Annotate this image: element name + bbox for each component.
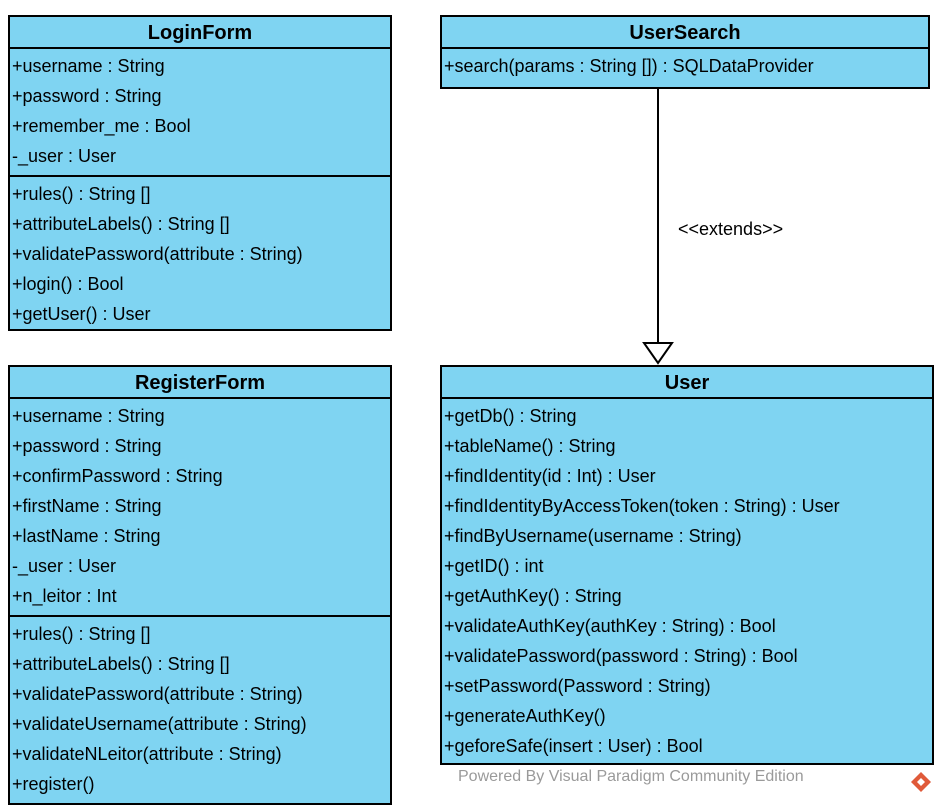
operation-row: +validatePassword(attribute : String) bbox=[12, 244, 303, 264]
operation-row: +findIdentity(id : Int) : User bbox=[444, 466, 656, 486]
operation-row: +getID() : int bbox=[444, 556, 544, 576]
attribute-row: +n_leitor : Int bbox=[12, 586, 117, 606]
class-attributes: +username : String +password : String +c… bbox=[10, 399, 390, 617]
attribute-row: +password : String bbox=[12, 436, 162, 456]
class-operations: +rules() : String [] +attributeLabels() … bbox=[10, 177, 390, 329]
class-title: UserSearch bbox=[442, 17, 928, 49]
operation-row: +search(params : String []) : SQLDataPro… bbox=[444, 56, 814, 76]
attribute-row: +firstName : String bbox=[12, 496, 162, 516]
operation-row: +validateAuthKey(authKey : String) : Boo… bbox=[444, 616, 776, 636]
visual-paradigm-logo-icon bbox=[911, 772, 931, 792]
class-attributes: +username : String +password : String +r… bbox=[10, 49, 390, 177]
operation-row: +generateAuthKey() bbox=[444, 706, 606, 726]
operation-row: +getUser() : User bbox=[12, 304, 151, 324]
class-user[interactable]: User +getDb() : String +tableName() : St… bbox=[440, 365, 934, 765]
attribute-row: -_user : User bbox=[12, 146, 117, 166]
class-title: RegisterForm bbox=[10, 367, 390, 399]
class-operations: +getDb() : String +tableName() : String … bbox=[442, 399, 932, 761]
operation-row: +register() bbox=[12, 774, 95, 794]
operation-row: +attributeLabels() : String [] bbox=[12, 214, 230, 234]
class-registerform[interactable]: RegisterForm +username : String +passwor… bbox=[8, 365, 392, 805]
connector-label: <<extends>> bbox=[678, 219, 784, 239]
class-title: LoginForm bbox=[10, 17, 390, 49]
attribute-row: +lastName : String bbox=[12, 526, 161, 546]
operation-row: +findIdentityByAccessToken(token : Strin… bbox=[444, 496, 840, 516]
attribute-row: +confirmPassword : String bbox=[12, 466, 223, 486]
attribute-row: +remember_me : Bool bbox=[12, 116, 191, 136]
attribute-row: +username : String bbox=[12, 56, 165, 76]
operation-row: +getDb() : String bbox=[444, 406, 577, 426]
attribute-row: -_user : User bbox=[12, 556, 117, 576]
operation-row: +tableName() : String bbox=[444, 436, 616, 456]
operation-row: +validateNLeitor(attribute : String) bbox=[12, 744, 282, 764]
class-usersearch[interactable]: UserSearch +search(params : String []) :… bbox=[440, 15, 930, 89]
attribute-row: +password : String bbox=[12, 86, 162, 106]
class-loginform[interactable]: LoginForm +username : String +password :… bbox=[8, 15, 392, 331]
operation-row: +validatePassword(attribute : String) bbox=[12, 684, 303, 704]
generalization-arrowhead bbox=[642, 342, 674, 365]
class-title: User bbox=[442, 367, 932, 399]
footer-watermark: Powered By Visual Paradigm Community Edi… bbox=[458, 768, 804, 785]
operation-row: +validateUsername(attribute : String) bbox=[12, 714, 307, 734]
operation-row: +rules() : String [] bbox=[12, 184, 151, 204]
operation-row: +getAuthKey() : String bbox=[444, 586, 622, 606]
operation-row: +attributeLabels() : String [] bbox=[12, 654, 230, 674]
operation-row: +validatePassword(password : String) : B… bbox=[444, 646, 798, 666]
class-operations: +rules() : String [] +attributeLabels() … bbox=[10, 617, 390, 799]
class-operations: +search(params : String []) : SQLDataPro… bbox=[442, 49, 928, 81]
operation-row: +rules() : String [] bbox=[12, 624, 151, 644]
operation-row: +login() : Bool bbox=[12, 274, 124, 294]
attribute-row: +username : String bbox=[12, 406, 165, 426]
operation-row: +findByUsername(username : String) bbox=[444, 526, 742, 546]
operation-row: +geforeSafe(insert : User) : Bool bbox=[444, 736, 703, 756]
operation-row: +setPassword(Password : String) bbox=[444, 676, 711, 696]
